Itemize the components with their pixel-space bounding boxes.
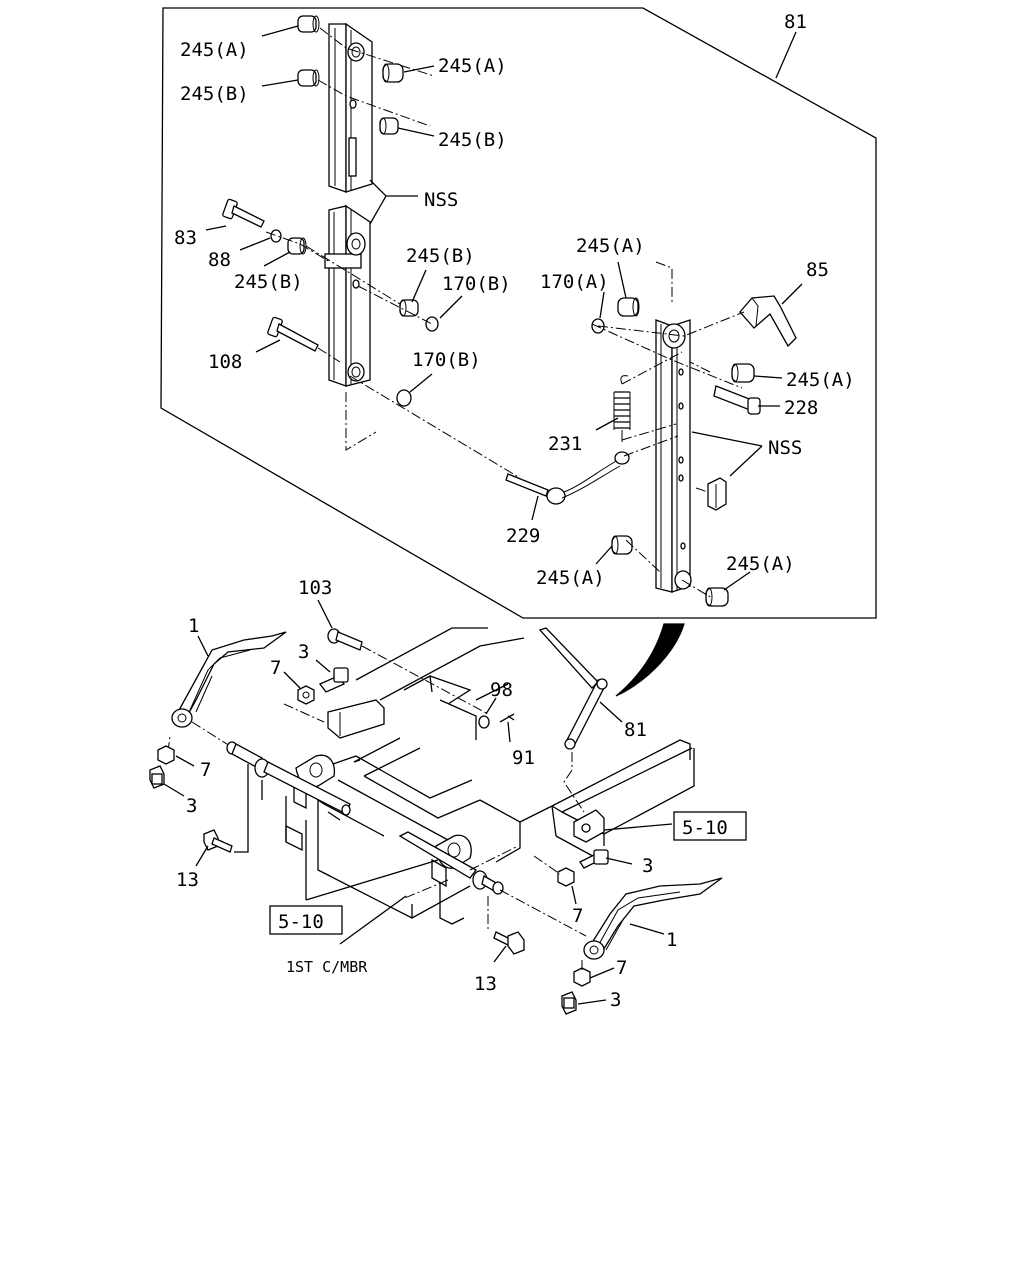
upper-link-plate bbox=[328, 22, 373, 193]
nut-7-right-upper bbox=[557, 867, 575, 887]
bolt-3-right-upper bbox=[579, 849, 609, 869]
label-7-c: 7 bbox=[572, 905, 583, 927]
label-1-right: 1 bbox=[666, 929, 677, 951]
bolt-108 bbox=[267, 316, 319, 352]
lever-drop-line bbox=[563, 752, 585, 813]
spring-231 bbox=[613, 375, 631, 442]
right-upper-axis bbox=[533, 855, 561, 875]
bolt-103-axis bbox=[361, 645, 489, 715]
bushing-245b-right bbox=[399, 299, 419, 317]
bolt-13-left bbox=[203, 829, 233, 853]
label-1-left: 1 bbox=[188, 615, 199, 637]
right-link-plate bbox=[655, 319, 692, 593]
detail-inset-frame bbox=[160, 7, 877, 619]
left-cross-shaft bbox=[226, 741, 351, 816]
bushing-245a-r4 bbox=[705, 587, 729, 607]
label-nss-1: NSS bbox=[424, 189, 458, 211]
pin-91 bbox=[499, 713, 515, 723]
frame-bracket-block bbox=[327, 699, 385, 739]
bushing-245a-top-left bbox=[297, 15, 320, 33]
inset-pointer-arrow bbox=[615, 623, 685, 697]
stopper-85 bbox=[739, 295, 797, 348]
label-13-a: 13 bbox=[176, 869, 199, 891]
label-245b-3: 245(B) bbox=[234, 271, 303, 293]
label-245a-1: 245(A) bbox=[180, 39, 249, 61]
label-245a-2: 245(A) bbox=[438, 55, 507, 77]
label-245b-2: 245(B) bbox=[438, 129, 507, 151]
upper-bolt-axis bbox=[283, 703, 325, 723]
label-7-b: 7 bbox=[200, 759, 211, 781]
nss-clip bbox=[707, 477, 727, 511]
label-228: 228 bbox=[784, 397, 818, 419]
label-13-b: 13 bbox=[474, 973, 497, 995]
ref-510-left: 5-10 bbox=[278, 911, 324, 933]
bolt-83 bbox=[222, 198, 265, 228]
label-245b-1: 245(B) bbox=[180, 83, 249, 105]
lever-81 bbox=[538, 627, 608, 750]
left-shaft-lines bbox=[234, 764, 263, 853]
label-3-a: 3 bbox=[298, 641, 309, 663]
bolt-3-left bbox=[149, 765, 165, 789]
washer-170b-lower bbox=[396, 389, 412, 407]
axis-lines-left bbox=[265, 27, 521, 479]
label-245a-5: 245(A) bbox=[536, 567, 605, 589]
nut-7-right-lower bbox=[573, 967, 591, 987]
bushing-245a-r3 bbox=[611, 535, 633, 555]
label-7-d: 7 bbox=[616, 957, 627, 979]
ref-510-right: 5-10 bbox=[682, 817, 728, 839]
bushing-245b-top-left bbox=[297, 69, 320, 87]
label-170a: 170(A) bbox=[540, 271, 609, 293]
lever-arm-1-left bbox=[171, 631, 287, 728]
label-81-bottom: 81 bbox=[624, 719, 647, 741]
label-231: 231 bbox=[548, 433, 582, 455]
washer-98 bbox=[478, 715, 490, 729]
pin-228 bbox=[713, 385, 761, 415]
lever-arm-1-right bbox=[583, 877, 723, 960]
bolt-3-upper bbox=[318, 667, 349, 693]
bolt-13-right bbox=[493, 931, 525, 955]
ref-box-left bbox=[269, 905, 343, 935]
label-245a-3: 245(A) bbox=[576, 235, 645, 257]
bolt-3-right-lower bbox=[561, 991, 577, 1015]
label-245a-6: 245(A) bbox=[726, 553, 795, 575]
bushing-245a-r1 bbox=[617, 297, 640, 317]
connector-right bbox=[573, 809, 605, 843]
label-81-top: 81 bbox=[784, 11, 807, 33]
label-103: 103 bbox=[298, 577, 332, 599]
label-170b-2: 170(B) bbox=[412, 349, 481, 371]
washer-88 bbox=[270, 229, 282, 243]
label-245b-4: 245(B) bbox=[406, 245, 475, 267]
callout-labels: 81 245(A) 245(B) 245(A) 245(B) NSS 83 88… bbox=[174, 11, 855, 1011]
label-3-b: 3 bbox=[186, 795, 197, 817]
label-nss-2: NSS bbox=[768, 437, 802, 459]
label-108: 108 bbox=[208, 351, 242, 373]
rod-229 bbox=[505, 451, 630, 505]
label-229: 229 bbox=[506, 525, 540, 547]
label-3-c: 3 bbox=[642, 855, 653, 877]
bushing-245a-top-right bbox=[382, 63, 404, 83]
ref-box-right bbox=[673, 811, 747, 841]
right-cross-shaft bbox=[398, 831, 504, 895]
bushing-245b-mid bbox=[379, 117, 399, 135]
label-first-cross-member: 1ST C/MBR bbox=[286, 958, 368, 976]
lower-link-plate bbox=[324, 204, 371, 387]
label-3-d: 3 bbox=[610, 989, 621, 1011]
nut-7-upper bbox=[297, 685, 315, 705]
label-83: 83 bbox=[174, 227, 197, 249]
label-170b-1: 170(B) bbox=[442, 273, 511, 295]
label-91: 91 bbox=[512, 747, 535, 769]
label-88: 88 bbox=[208, 249, 231, 271]
nut-7-left bbox=[157, 745, 175, 765]
leader-lines bbox=[163, 25, 803, 1005]
label-98: 98 bbox=[490, 679, 513, 701]
axis-lines-right bbox=[591, 261, 745, 599]
label-7-a: 7 bbox=[270, 657, 281, 679]
bolt-103 bbox=[327, 628, 363, 651]
bushing-245a-r2 bbox=[731, 363, 755, 383]
label-85: 85 bbox=[806, 259, 829, 281]
label-245a-4: 245(A) bbox=[786, 369, 855, 391]
washer-170b-upper bbox=[425, 316, 439, 332]
